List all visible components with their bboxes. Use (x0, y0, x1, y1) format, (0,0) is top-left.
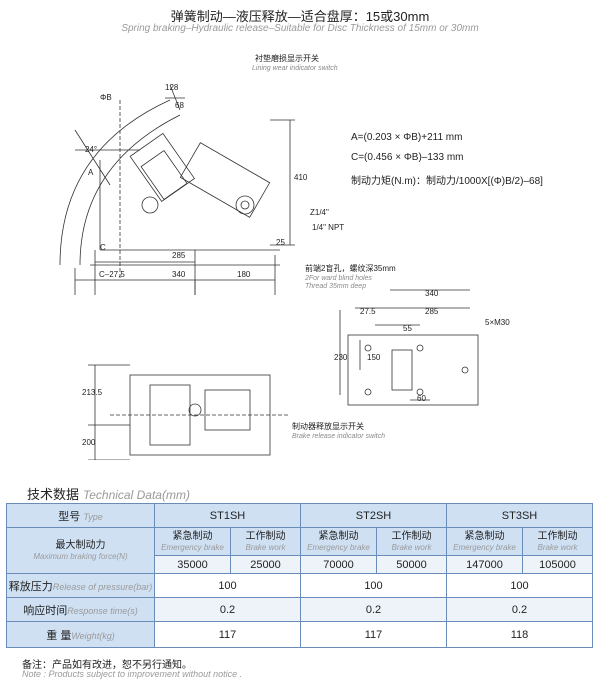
dim-phi-b: ΦB (100, 93, 112, 102)
side-view-drawing (59, 84, 295, 295)
table-row: 响应时间Response time(s) 0.2 0.2 0.2 (6, 597, 593, 622)
holes-label-en2: Thread 35mm deep (305, 283, 366, 290)
page-title: 弹簧制动—液压释放—适合盘厚：15或30mm (170, 9, 430, 24)
release-switch-label: 制动器释放显示开关 (292, 421, 364, 431)
release-header: 释放压力Release of pressure(bar) (6, 573, 155, 598)
force-value: 35000 (154, 555, 231, 574)
dim-a: A (88, 168, 94, 177)
response-value: 0.2 (446, 597, 593, 622)
force-value: 70000 (300, 555, 377, 574)
release-value: 100 (300, 573, 447, 598)
model-st2sh: ST2SH (300, 503, 447, 528)
force-value: 147000 (446, 555, 523, 574)
release-value: 100 (154, 573, 301, 598)
mounting-view-drawing (339, 289, 479, 406)
port-z14: Z1/4" (310, 208, 329, 217)
weight-value: 118 (446, 621, 593, 648)
dim-c: C (100, 243, 106, 252)
holes-label-en1: 2For ward blind holes (304, 275, 372, 282)
dim-285: 285 (172, 251, 186, 260)
tech-data-heading-cn: 技术数据 (27, 487, 80, 502)
weight-header: 重 量Weight(kg) (6, 621, 155, 648)
table-row: 释放压力Release of pressure(bar) 100 100 100 (6, 573, 593, 598)
formula-a: A=(0.203 × ΦB)+211 mm (351, 132, 463, 143)
mount-dim-27-5: 27.5 (360, 307, 376, 316)
tech-data-heading-en: Technical Data(mm) (83, 488, 190, 502)
dim-angle-24: 24° (85, 145, 97, 154)
note-cn: 备注：产品如有改进，恕不另行通知。 (22, 660, 192, 671)
mount-dim-55: 55 (403, 324, 412, 333)
port-npt: 1/4" NPT (312, 223, 344, 232)
dim-340: 340 (172, 270, 186, 279)
response-header: 响应时间Response time(s) (6, 597, 155, 622)
force-value: 50000 (376, 555, 447, 574)
front-view-drawing (88, 364, 290, 460)
mount-dim-230: 230 (334, 353, 348, 362)
front-dim-213-5: 213.5 (82, 388, 103, 397)
mount-dim-150: 150 (367, 353, 381, 362)
model-header: 型号 Type (6, 503, 155, 528)
dim-128: 128 (165, 83, 179, 92)
model-st1sh: ST1SH (154, 503, 301, 528)
release-value: 100 (446, 573, 593, 598)
lining-switch-label: 衬垫磨损显示开关 (255, 53, 319, 63)
lining-switch-label-en: Lining wear indicator switch (252, 65, 338, 72)
dim-c-27-5: C–27.5 (99, 270, 125, 279)
force-value: 105000 (522, 555, 593, 574)
dim-68: 68 (175, 101, 184, 110)
holes-label: 前端2盲孔，螺纹深35mm (305, 263, 396, 273)
mount-dim-340: 340 (425, 289, 439, 298)
formula-torque: 制动力矩(N.m)：制动力/1000X[(Φ)B/2)–68] (351, 176, 543, 187)
table-row: 型号 Type ST1SH ST2SH ST3SH (6, 503, 593, 528)
response-value: 0.2 (154, 597, 301, 622)
model-st3sh: ST3SH (446, 503, 593, 528)
mount-dim-285: 285 (425, 307, 439, 316)
dim-180: 180 (237, 270, 251, 279)
mount-dim-60: 60 (417, 394, 426, 403)
release-switch-label-en: Brake release indicator switch (292, 433, 385, 440)
front-dim-200: 200 (82, 438, 96, 447)
page-subtitle: Spring braking–Hydraulic release–Suitabl… (121, 23, 479, 34)
dim-25: 25 (276, 238, 285, 247)
response-value: 0.2 (300, 597, 447, 622)
weight-value: 117 (300, 621, 447, 648)
dim-410: 410 (294, 173, 308, 182)
weight-value: 117 (154, 621, 301, 648)
table-row: 重 量Weight(kg) 117 117 118 (6, 621, 593, 648)
force-value: 25000 (230, 555, 301, 574)
technical-drawing: 衬垫磨损显示开关 Lining wear indicator switch ΦB… (59, 53, 510, 460)
formula-c: C=(0.456 × ΦB)–133 mm (351, 152, 464, 163)
note-en: Note : Products subject to improvement w… (22, 669, 243, 679)
mount-dim-5m30: 5×M30 (485, 318, 510, 327)
